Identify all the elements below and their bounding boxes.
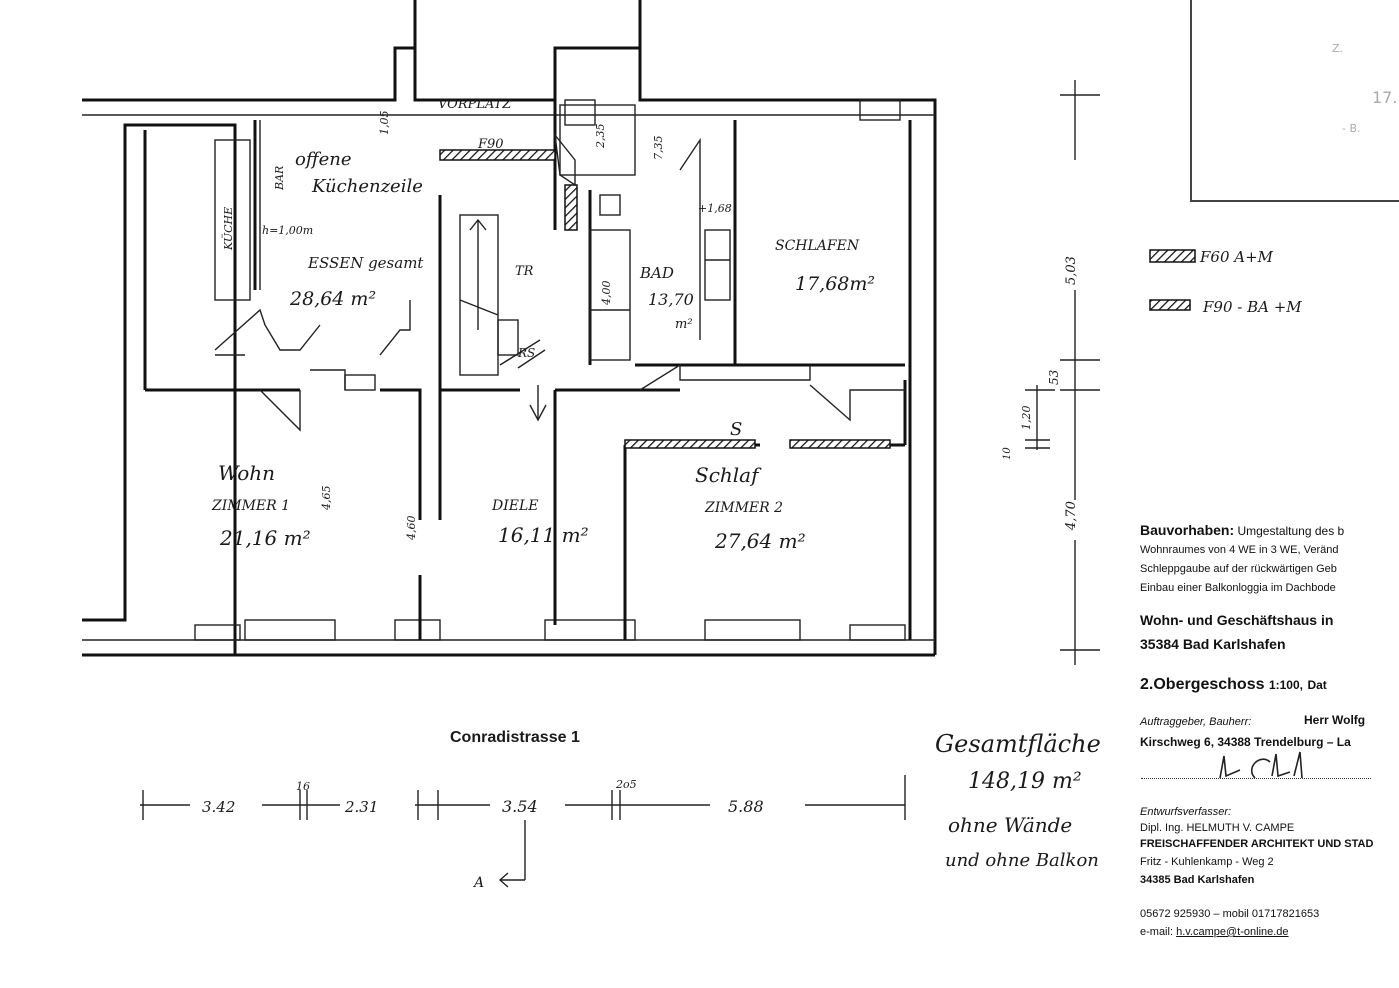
email-link[interactable]: h.v.campe@t-online.de	[1176, 926, 1289, 938]
building-city: 35384 Bad Karlshafen	[1140, 636, 1286, 652]
street-caption: Conradistrasse 1	[450, 729, 580, 746]
label-bad-width: 4,00	[600, 281, 613, 307]
staircase	[459, 214, 547, 422]
dim-3-54: 3.54	[502, 797, 538, 816]
client-label: Auftraggeber, Bauherr:	[1140, 716, 1252, 728]
email-label: e-mail:	[1140, 926, 1174, 938]
designer-line-2: FREISCHAFFENDER ARCHITEKT UND STAD	[1140, 838, 1374, 850]
bauvorhaben-label: Bauvorhaben:	[1140, 522, 1235, 538]
label-bad-area: 13,70	[648, 290, 694, 309]
dim-16: 16	[296, 780, 310, 793]
label-kueche: KÜCHE	[221, 207, 235, 251]
designer-label: Entwurfsverfasser:	[1140, 806, 1232, 818]
label-vorplatz: VORPLATZ	[438, 97, 512, 112]
designer-line-3: Fritz - Kuhlenkamp - Weg 2	[1140, 856, 1274, 868]
legend-f60-swatch	[1149, 249, 1196, 263]
total-area-line2: 148,19 m²	[968, 769, 1082, 794]
label-schlafen: SCHLAFEN	[775, 238, 860, 254]
label-wohn: Wohn	[218, 461, 275, 485]
windows-bottom	[194, 99, 906, 641]
dim-1-05: 1,05	[378, 111, 391, 136]
label-rs: RS	[517, 346, 535, 360]
dim-3-42: 3.42	[202, 798, 235, 816]
stamp-text-1: Z.	[1332, 42, 1344, 55]
label-f90: F90	[477, 137, 504, 152]
bauvorhaben-text-1: Umgestaltung des b	[1237, 524, 1345, 538]
label-bar-height: h=1,00m	[262, 224, 313, 237]
legend-f90-label: F90 - BA +M	[1202, 298, 1302, 316]
dim-10: 10	[1002, 447, 1013, 460]
legend-f60-label: F60 A+M	[1199, 248, 1274, 266]
client-name: Herr Wolfg	[1304, 713, 1366, 727]
dim-5-88: 5.88	[728, 797, 764, 816]
label-schlaf-zimmer: ZIMMER 2	[704, 500, 783, 516]
label-schlaf: Schlaf	[695, 463, 762, 487]
floor-line: 2.Obergeschoss 1:100, Dat	[1140, 676, 1327, 694]
legend-swatches	[1149, 249, 1196, 311]
label-wohn-area: 21,16 m²	[219, 526, 311, 550]
bauvorhaben-text-4: Einbau einer Balkonloggia im Dachbode	[1140, 582, 1336, 594]
label-tr: TR	[515, 264, 534, 279]
label-kitchen-note-2: Küchenzeile	[311, 176, 423, 197]
stamp-text-2: 17.	[1372, 88, 1398, 107]
label-wohn-zimmer: ZIMMER 1	[211, 498, 290, 514]
designer-line-4: 34385 Bad Karlshafen	[1140, 874, 1255, 886]
total-area-line3: ohne Wände	[948, 813, 1072, 837]
label-diele-area: 16,11 m²	[498, 523, 589, 547]
building-name: Wohn- und Geschäftshaus in	[1140, 612, 1334, 628]
bauvorhaben-text-2: Wohnraumes von 4 WE in 3 WE, Veränd	[1140, 544, 1339, 556]
dim-4-70: 4,70	[1064, 501, 1079, 531]
bottom-dimension-line	[140, 775, 906, 888]
total-area-line4: und ohne Balkon	[945, 850, 1099, 871]
dim-4-65: 4,65	[320, 486, 333, 512]
door-s-label: S	[730, 419, 742, 440]
fire-walls	[439, 132, 891, 449]
date-label: Dat	[1307, 678, 1327, 692]
legend-f90-swatch	[1149, 299, 1191, 311]
label-essen-area: 28,64 m²	[289, 288, 376, 310]
bauvorhaben-line: Bauvorhaben: Umgestaltung des b	[1140, 522, 1344, 538]
bauvorhaben-text-3: Schleppgaube auf der rückwärtigen Geb	[1140, 563, 1337, 575]
total-area-line1: Gesamtfläche	[935, 730, 1101, 758]
approval-stamp: Z. 17. - B.	[1190, 0, 1399, 202]
dim-53: 53	[1047, 369, 1061, 385]
label-bad: BAD	[639, 264, 674, 282]
bath-fixtures	[559, 99, 731, 361]
email-line: e-mail: h.v.campe@t-online.de	[1140, 926, 1289, 938]
dim-2-35: 2,35	[594, 124, 607, 150]
label-diele: DIELE	[491, 498, 539, 514]
client-address: Kirschweg 6, 34388 Trendelburg – La	[1140, 735, 1351, 749]
signature-line	[1141, 778, 1371, 779]
floor-name: 2.Obergeschoss	[1140, 676, 1265, 693]
label-essen: ESSEN gesamt	[307, 254, 424, 272]
floor-scale: 1:100,	[1268, 678, 1303, 692]
dim-5-03: 5,03	[1064, 256, 1079, 285]
kitchen-counter	[214, 120, 261, 301]
designer-line-1: Dipl. Ing. HELMUTH V. CAMPE	[1140, 822, 1295, 834]
dim-2-31: 2.31	[344, 798, 378, 816]
label-bar: BAR	[273, 166, 286, 191]
phone-line: 05672 925930 – mobil 01717821653	[1140, 908, 1320, 920]
stamp-text-3: - B.	[1342, 122, 1361, 135]
vertical-dimension-line	[1025, 80, 1100, 665]
label-bad-unit: m²	[675, 317, 693, 332]
title-block: Z. 17. - B. Bauvorhaben: Umgestaltung de…	[1130, 0, 1399, 988]
dim-1-20: 1,20	[1020, 406, 1033, 431]
label-kitchen-note-1: offene	[295, 149, 352, 170]
dim-7-35: 7,35	[652, 136, 665, 161]
label-schlafen-area: 17,68m²	[795, 273, 875, 295]
signature	[1219, 751, 1303, 779]
label-schlaf-area: 27,64 m²	[714, 529, 806, 553]
section-marker-a: A	[472, 875, 484, 891]
dim-1-68: +1,68	[698, 202, 732, 215]
dim-2-05: 2o5	[615, 778, 637, 791]
dim-4-60: 4,60	[405, 516, 418, 542]
